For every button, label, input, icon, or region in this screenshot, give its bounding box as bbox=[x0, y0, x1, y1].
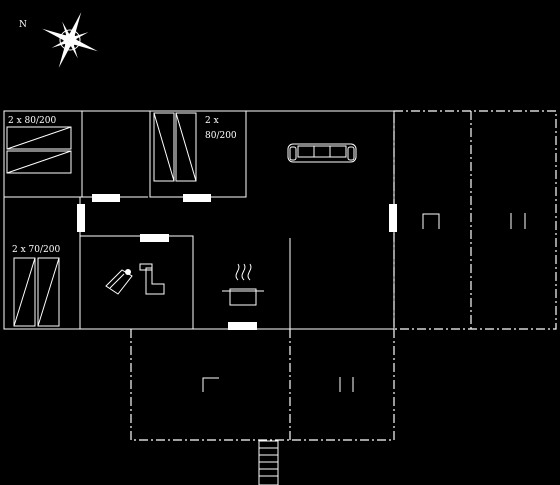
entrance-stairs bbox=[258, 440, 279, 485]
bedroom-2: 2 x 80/200 bbox=[153, 112, 237, 182]
bed-icon bbox=[13, 257, 60, 327]
bed-icon bbox=[6, 126, 72, 174]
terrace-right bbox=[393, 110, 557, 330]
bed-label-2a: 2 x bbox=[205, 116, 219, 126]
shower-toilet-icon bbox=[105, 263, 165, 295]
bedroom-1: 2 x 80/200 bbox=[6, 116, 72, 174]
bed-icon bbox=[153, 112, 197, 182]
north-label: N bbox=[19, 20, 27, 30]
table-icon bbox=[339, 377, 354, 392]
sofa-icon bbox=[287, 143, 357, 163]
chair-icon bbox=[422, 213, 440, 229]
bed-label-3: 2 x 70/200 bbox=[12, 245, 60, 255]
table-icon bbox=[510, 213, 526, 229]
bedroom-3: 2 x 70/200 bbox=[12, 245, 60, 327]
bed-label-1: 2 x 80/200 bbox=[8, 116, 56, 126]
bed-label-2b: 80/200 bbox=[205, 131, 237, 141]
compass-rose-icon bbox=[42, 12, 98, 68]
cooking-pot-icon bbox=[222, 263, 264, 306]
chair-icon bbox=[202, 377, 219, 392]
doors bbox=[77, 194, 397, 330]
terrace-bottom bbox=[130, 329, 395, 441]
